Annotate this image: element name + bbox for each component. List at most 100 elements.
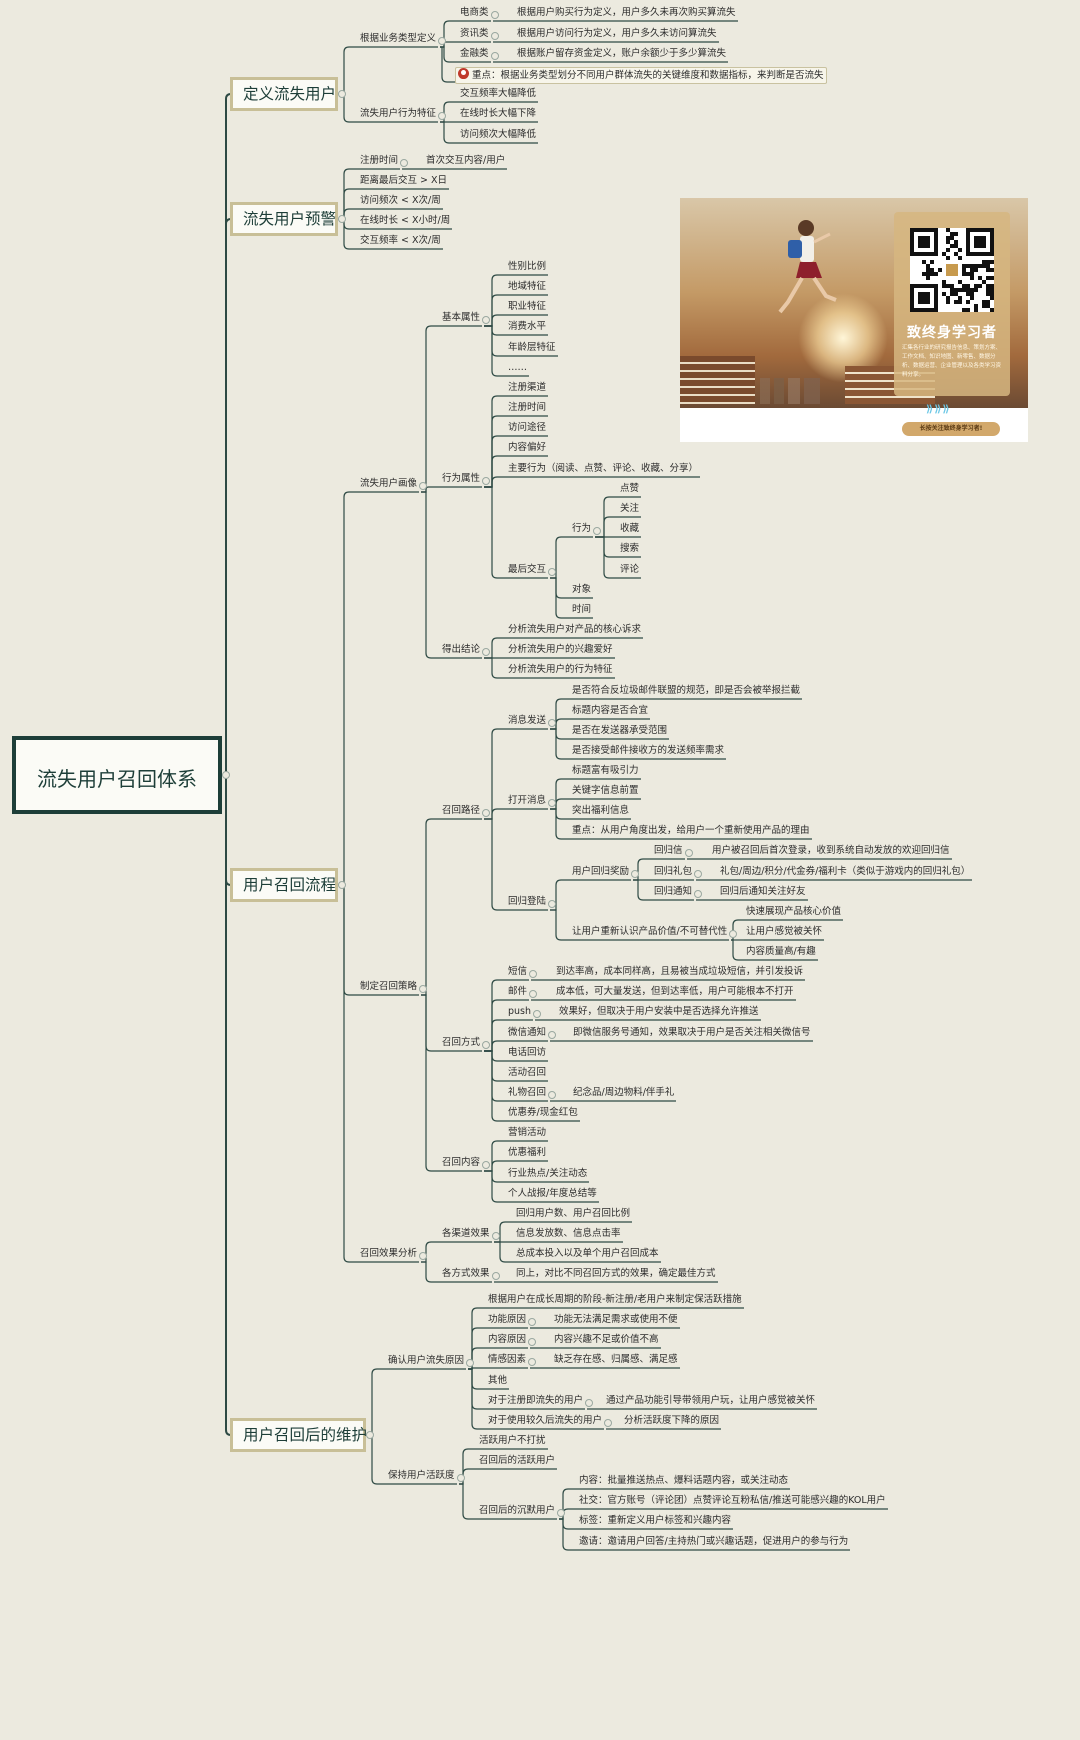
node-b3b3[interactable]: 召回内容	[440, 1156, 482, 1170]
collapse-toggle-icon[interactable]	[729, 930, 737, 938]
node-b3b2g[interactable]: 礼物召回	[506, 1086, 548, 1100]
node-b3b1a[interactable]: 消息发送	[506, 714, 548, 728]
collapse-toggle-icon[interactable]	[529, 970, 537, 978]
collapse-toggle-icon[interactable]	[593, 527, 601, 535]
node-b3b2[interactable]: 召回方式	[440, 1036, 482, 1050]
node-b3b1b[interactable]: 打开消息	[506, 794, 548, 808]
node-b3b1c2a[interactable]: 快速展现产品核心价值	[744, 905, 843, 919]
node-b3a2e[interactable]: 主要行为（阅读、点赞、评论、收藏、分享）	[506, 462, 700, 476]
node-b4b2[interactable]: 召回后的活跃用户	[477, 1454, 557, 1468]
node-b3b1b2[interactable]: 关键字信息前置	[570, 784, 641, 798]
collapse-toggle-icon[interactable]	[529, 990, 537, 998]
node-b3b2ax[interactable]: 到达率高，成本同样高，且易被当成垃圾短信，并引发投诉	[554, 965, 805, 979]
node-b3a1f[interactable]: ……	[506, 361, 529, 375]
node-b4b[interactable]: 保持用户活跃度	[386, 1469, 457, 1483]
node-b1a3x[interactable]: 根据账户留存资金定义，账户余额少于多少算流失	[515, 47, 728, 61]
collapse-toggle-icon[interactable]	[528, 1338, 536, 1346]
node-b3b3c[interactable]: 行业热点/关注动态	[506, 1167, 589, 1181]
collapse-toggle-icon[interactable]	[604, 1419, 612, 1427]
node-b3c2[interactable]: 各方式效果	[440, 1267, 492, 1281]
node-b4a[interactable]: 确认用户流失原因	[386, 1354, 466, 1368]
node-b3a3c[interactable]: 分析流失用户的行为特征	[506, 663, 615, 677]
node-b1a4[interactable]: 重点：根据业务类型划分不同用户群体流失的关键维度和数据指标，来判断是否流失	[455, 67, 827, 85]
node-b3a2a[interactable]: 注册渠道	[506, 381, 548, 395]
node-b3c1c[interactable]: 总成本投入以及单个用户召回成本	[514, 1247, 661, 1261]
node-b4a4[interactable]: 情感因素	[486, 1353, 528, 1367]
collapse-toggle-icon[interactable]	[528, 1318, 536, 1326]
collapse-toggle-icon[interactable]	[419, 1252, 427, 1260]
node-b3b1b1[interactable]: 标题富有吸引力	[570, 764, 641, 778]
collapse-toggle-icon[interactable]	[466, 1359, 474, 1367]
node-b3a2f[interactable]: 最后交互	[506, 563, 548, 577]
collapse-toggle-icon[interactable]	[491, 52, 499, 60]
node-b3b1c[interactable]: 回归登陆	[506, 895, 548, 909]
node-b3b2bx[interactable]: 成本低，可大量发送，但到达率低，用户可能根本不打开	[554, 985, 796, 999]
node-b3b1c1bx[interactable]: 礼包/周边/积分/代金券/福利卡（类似于游戏内的回归礼包）	[718, 865, 972, 879]
node-b3b2gx[interactable]: 纪念品/周边物料/伴手礼	[571, 1086, 676, 1100]
node-b3b1b3[interactable]: 突出福利信息	[570, 804, 631, 818]
collapse-toggle-icon[interactable]	[438, 112, 446, 120]
node-b3b1c2c[interactable]: 内容质量高/有趣	[744, 945, 818, 959]
node-b1b3[interactable]: 访问频次大幅降低	[458, 128, 538, 142]
node-b2ax[interactable]: 首次交互内容/用户	[424, 154, 507, 168]
collapse-toggle-icon[interactable]	[438, 37, 446, 45]
node-b3b1c2[interactable]: 让用户重新认识产品价值/不可替代性	[570, 925, 729, 939]
node-b1b1[interactable]: 交互频率大幅降低	[458, 87, 538, 101]
collapse-toggle-icon[interactable]	[419, 482, 427, 490]
node-b3b2cx[interactable]: 效果好，但取决于用户安装中是否选择允许推送	[557, 1005, 761, 1019]
node-b3a[interactable]: 流失用户画像	[358, 477, 419, 491]
node-b2[interactable]: 流失用户预警	[230, 202, 338, 236]
node-b3a2b[interactable]: 注册时间	[506, 401, 548, 415]
node-b3a2f1a[interactable]: 点赞	[618, 482, 641, 496]
node-b3a1a[interactable]: 性别比例	[506, 260, 548, 274]
node-b2a[interactable]: 注册时间	[358, 154, 400, 168]
node-b3b2a[interactable]: 短信	[506, 965, 529, 979]
collapse-toggle-icon[interactable]	[492, 1232, 500, 1240]
node-b4b3c[interactable]: 标签：重新定义用户标签和兴趣内容	[577, 1514, 733, 1528]
node-b1a[interactable]: 根据业务类型定义	[358, 32, 438, 46]
node-b3a1d[interactable]: 消费水平	[506, 320, 548, 334]
node-b3a2f1d[interactable]: 搜索	[618, 542, 641, 556]
node-b3a3a[interactable]: 分析流失用户对产品的核心诉求	[506, 623, 643, 637]
node-b3c2x[interactable]: 同上，对比不同召回方式的效果，确定最佳方式	[514, 1267, 718, 1281]
node-b3b2f[interactable]: 活动召回	[506, 1066, 548, 1080]
node-b4a7[interactable]: 对于使用较久后流失的用户	[486, 1414, 604, 1428]
node-b1a2x[interactable]: 根据用户访问行为定义，用户多久未访问算流失	[515, 27, 719, 41]
node-b3b1c2b[interactable]: 让用户感觉被关怀	[744, 925, 824, 939]
collapse-toggle-icon[interactable]	[338, 881, 346, 889]
collapse-toggle-icon[interactable]	[548, 900, 556, 908]
node-b4b3[interactable]: 召回后的沉默用户	[477, 1504, 557, 1518]
node-b3b1a1[interactable]: 是否符合反垃圾邮件联盟的规范，即是否会被举报拦截	[570, 684, 802, 698]
collapse-toggle-icon[interactable]	[548, 799, 556, 807]
node-b2c[interactable]: 访问频次 < X次/周	[358, 194, 443, 208]
node-b4a6[interactable]: 对于注册即流失的用户	[486, 1394, 585, 1408]
node-b3c1b[interactable]: 信息发放数、信息点击率	[514, 1227, 623, 1241]
node-b1b2[interactable]: 在线时长大幅下降	[458, 107, 538, 121]
collapse-toggle-icon[interactable]	[557, 1509, 565, 1517]
collapse-toggle-icon[interactable]	[222, 771, 230, 779]
collapse-toggle-icon[interactable]	[482, 1041, 490, 1049]
follow-button[interactable]: 长按关注致终身学习者!	[902, 422, 1000, 436]
node-b3a2f1[interactable]: 行为	[570, 522, 593, 536]
node-b4b3b[interactable]: 社交：官方账号（评论团）点赞评论互粉私信/推送可能感兴趣的KOL用户	[577, 1494, 888, 1508]
node-b3a2f3[interactable]: 时间	[570, 603, 593, 617]
collapse-toggle-icon[interactable]	[482, 316, 490, 324]
node-b4[interactable]: 用户召回后的维护	[230, 1418, 367, 1452]
node-b3a2f1b[interactable]: 关注	[618, 502, 641, 516]
collapse-toggle-icon[interactable]	[548, 719, 556, 727]
node-b4a3[interactable]: 内容原因	[486, 1333, 528, 1347]
node-b3b1b4[interactable]: 重点：从用户角度出发，给用户一个重新使用产品的理由	[570, 824, 812, 838]
node-b3b2c[interactable]: push	[506, 1005, 533, 1019]
node-b3b1a2[interactable]: 标题内容是否合宜	[570, 704, 650, 718]
node-b3b2dx[interactable]: 即微信服务号通知，效果取决于用户是否关注相关微信号	[571, 1026, 813, 1040]
node-b3c1[interactable]: 各渠道效果	[440, 1227, 492, 1241]
node-b2b[interactable]: 距离最后交互 > X日	[358, 174, 449, 188]
node-b1[interactable]: 定义流失用户	[230, 77, 338, 111]
collapse-toggle-icon[interactable]	[338, 90, 346, 98]
collapse-toggle-icon[interactable]	[528, 1358, 536, 1366]
node-b4b1[interactable]: 活跃用户不打扰	[477, 1434, 548, 1448]
node-b4b3d[interactable]: 邀请：邀请用户回答/主持热门或兴趣话题，促进用户的参与行为	[577, 1535, 850, 1549]
collapse-toggle-icon[interactable]	[533, 1010, 541, 1018]
node-b3b2h[interactable]: 优惠券/现金红包	[506, 1106, 580, 1120]
node-b3a3b[interactable]: 分析流失用户的兴趣爱好	[506, 643, 615, 657]
